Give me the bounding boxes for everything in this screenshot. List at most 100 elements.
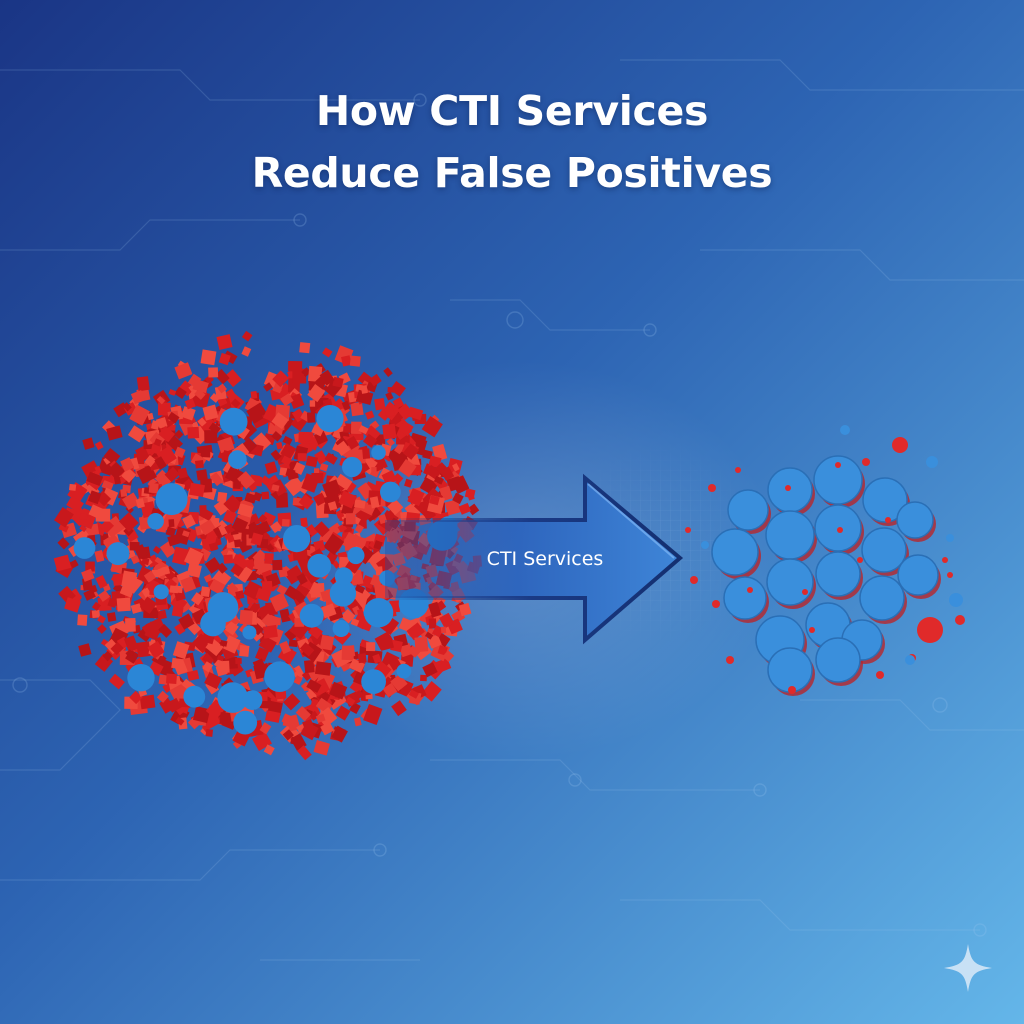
alert-particle [205,729,214,737]
alert-particle [174,446,186,458]
alert-particle [421,681,442,702]
alert-particle [106,425,123,441]
alert-particle [224,523,236,535]
alert-particle [305,689,316,700]
alert-particle [202,404,219,421]
alert-particle [341,400,351,411]
signal-disc [767,647,813,693]
alert-particle [424,631,434,640]
alert-particle [209,393,220,403]
alert-particle [241,330,253,342]
alert-particle [130,603,142,614]
alert-particle [385,391,394,401]
alert-particle [107,461,125,480]
alert-particle [313,521,330,538]
alert-particle [291,408,306,423]
alert-particle [69,559,79,569]
circuit-nodes [12,93,987,937]
alert-particle [219,712,234,725]
signal-particle [361,669,386,694]
alert-particle [70,506,90,527]
residual-alert [712,600,720,608]
alert-particle [345,435,360,450]
alert-particle [315,713,326,723]
alert-particle [202,449,211,458]
alert-particle [79,524,87,533]
alert-particle [167,411,180,424]
residual-alert [892,437,908,453]
signal-particle [316,405,344,433]
signal-particle [283,525,311,553]
alert-particle [381,470,398,486]
alert-particle [158,623,173,638]
signal-particle [347,546,365,565]
alert-particle [235,590,245,600]
signal-disc [815,637,861,683]
residual-alert [837,527,843,533]
residual-alert [788,686,796,694]
alert-particle [153,438,162,447]
alert-particle [263,744,275,756]
alert-particle [96,623,107,634]
alert-particle [387,387,395,393]
alert-particle [324,452,338,465]
arrow-shape [383,473,684,645]
signal-particle [147,513,164,530]
alert-particle [433,475,444,485]
alert-particle [150,420,160,431]
alert-particle [272,370,289,388]
alert-particle [166,697,182,713]
alert-particle [197,629,210,638]
signal-disc [896,501,934,539]
alert-particle [103,534,122,553]
signal-particle [332,620,350,637]
alert-particle [223,554,234,564]
alert-particle [288,639,298,648]
alert-particle [154,456,167,470]
alert-particle [307,383,326,403]
alert-particle [378,636,395,651]
alert-particle [133,544,148,560]
alert-particle [256,520,272,536]
alert-particle [392,473,404,484]
alert-particle [225,532,235,544]
alert-particle [372,653,382,664]
alert-particle [88,504,103,519]
alert-particle [135,498,145,509]
page-title: How CTI Services Reduce False Positives [0,80,1024,204]
arrow-label: CTI Services [487,548,604,570]
alert-particle [345,696,356,707]
alert-particle [258,635,277,653]
alert-particle [300,721,319,741]
alert-particle [452,463,460,472]
circuit-lines [0,59,1024,961]
alert-particle [390,380,406,397]
alert-particle [190,592,204,606]
alert-particle [239,609,253,625]
alert-particle [174,429,184,440]
alert-particle [94,441,104,451]
alert-particle [181,678,192,689]
alert-particle [442,650,455,662]
alert-particle [81,568,95,582]
alert-particle [53,554,72,572]
title-line-2: Reduce False Positives [251,149,773,197]
alert-particle [271,479,288,497]
alert-particle [428,455,442,469]
alert-particle [444,499,462,516]
alert-particle [91,609,101,619]
alert-particle [261,580,273,593]
alert-particle [368,373,382,387]
signal-disc [765,510,815,560]
alert-particle [97,614,106,624]
alert-particle [196,469,208,481]
alert-particle [144,621,163,641]
alert-particle [147,640,165,659]
signal-speck [701,541,709,549]
alert-particle [289,393,305,409]
alert-particle [187,373,202,388]
alert-particle [252,432,272,452]
alert-particle [358,425,369,435]
signal-disc [859,575,905,621]
alert-particle [319,463,329,472]
